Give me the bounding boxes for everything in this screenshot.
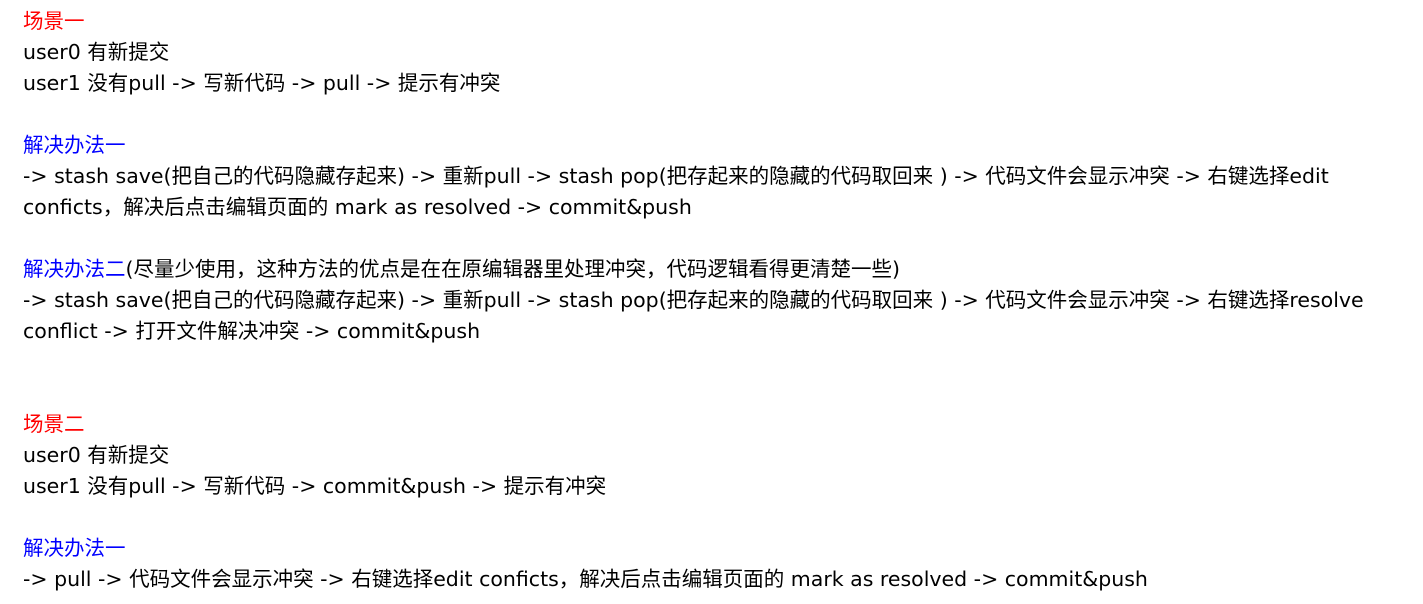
scene1-method1-line1: -> stash save(把自己的代码隐藏存起来) -> 重新pull -> … — [23, 164, 1329, 188]
scene2-method1-line1: -> pull -> 代码文件会显示冲突 -> 右键选择edit confict… — [23, 567, 1148, 591]
scene2-title: 场景二 — [23, 412, 85, 436]
scene2-line1: user0 有新提交 — [23, 443, 170, 467]
scene1-method2-heading: 解决办法二(尽量少使用，这种方法的优点是在在原编辑器里处理冲突，代码逻辑看得更清… — [23, 254, 1419, 285]
scene2-line2: user1 没有pull -> 写新代码 -> commit&push -> 提… — [23, 474, 607, 498]
scene1-line1: user0 有新提交 — [23, 40, 170, 64]
scene1-title: 场景一 — [23, 9, 85, 33]
spacer — [23, 223, 1419, 254]
spacer — [23, 378, 1419, 409]
scene2-method1-title: 解决办法一 — [23, 536, 126, 560]
scene1-method2-title: 解决办法二 — [23, 257, 126, 281]
scene1-method1-title: 解决办法一 — [23, 133, 126, 157]
spacer — [23, 347, 1419, 378]
document-body: 场景一 user0 有新提交 user1 没有pull -> 写新代码 -> p… — [23, 6, 1419, 595]
scene1-method1-line2: conficts，解决后点击编辑页面的 mark as resolved -> … — [23, 195, 692, 219]
spacer — [23, 99, 1419, 130]
spacer — [23, 502, 1419, 533]
scene1-method2-note: (尽量少使用，这种方法的优点是在在原编辑器里处理冲突，代码逻辑看得更清楚一些) — [125, 257, 901, 281]
scene1-method2-line1: -> stash save(把自己的代码隐藏存起来) -> 重新pull -> … — [23, 288, 1364, 312]
scene1-method2-line2: conflict -> 打开文件解决冲突 -> commit&push — [23, 319, 481, 343]
scene1-line2: user1 没有pull -> 写新代码 -> pull -> 提示有冲突 — [23, 71, 501, 95]
